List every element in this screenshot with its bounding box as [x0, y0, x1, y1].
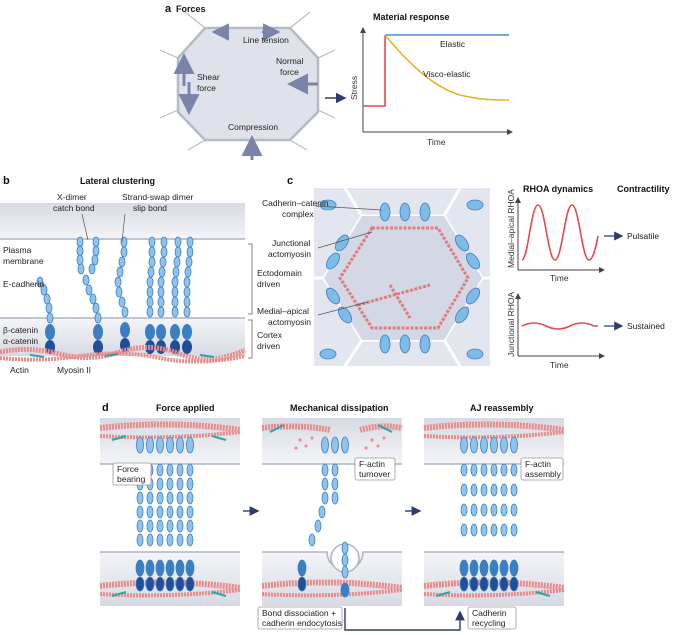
cortex-bracket — [248, 319, 253, 359]
b-strand-3 — [114, 236, 129, 318]
ectodomain-bracket — [248, 243, 253, 315]
bond-dissociation-label-1: Bond dissociation + — [262, 608, 336, 618]
c-junctional-actomyosin — [338, 226, 470, 330]
medial-label-1: Medial–apical — [257, 306, 309, 316]
force-bearing-label-2: bearing — [117, 474, 146, 484]
d-cadherin-col-1 — [135, 436, 195, 592]
panel-b-title: Lateral clustering — [80, 176, 155, 186]
b-strand-4 — [146, 236, 168, 318]
complex-label-2: complex — [282, 209, 314, 219]
panel-b-letter: b — [3, 175, 10, 187]
cadherin-recycling-label-1: Cadherin — [472, 608, 507, 618]
b-myosin — [29, 353, 215, 358]
cell-octagon — [176, 26, 320, 142]
cadherin-recycling-callout: Cadherin recycling — [467, 606, 517, 630]
ectodomain-label-1: Ectodomain — [257, 268, 302, 278]
chart-xlabel: Time — [427, 137, 446, 147]
rhoa-plot-bottom: Junctional RHOA Time Sustained — [506, 291, 665, 370]
compression-label: Compression — [228, 122, 278, 132]
b-strand-2 — [76, 236, 102, 324]
c-medial-actomyosin — [357, 283, 431, 319]
bottom-ylabel: Junctional RHOA — [506, 291, 516, 357]
force-bearing-callout: Force bearing — [112, 462, 152, 486]
chart-ylabel: Stress — [349, 76, 359, 100]
shear-force-label-2: force — [197, 83, 216, 93]
visco-elastic-line — [384, 34, 510, 101]
b-strand-5 — [171, 236, 194, 318]
line-tension-label: Line tension — [243, 35, 289, 45]
pulsatile-label: Pulsatile — [627, 231, 659, 241]
strand-swap-label-1: Strand-swap dimer — [122, 192, 194, 202]
d-cadherin-col-2 — [297, 436, 350, 598]
e-cadherin-label: E-cadherin — [3, 279, 44, 289]
x-dimer-label-1: X-dimer — [57, 192, 87, 202]
d-actin-fragments — [294, 436, 386, 450]
bottom-xlabel: Time — [550, 360, 569, 370]
c-cadherin-complexes — [319, 199, 484, 360]
plasma-membrane-label-1: Plasma — [3, 245, 32, 255]
d-title-2: Mechanical dissipation — [290, 403, 389, 413]
cortex-label-1: Cortex — [257, 330, 283, 340]
bond-dissociation-callout: Bond dissociation + cadherin endocytosis — [257, 606, 343, 630]
d-myosin — [111, 424, 551, 597]
contractility-header: Contractility — [617, 184, 670, 194]
recycling-path — [344, 608, 465, 631]
ectodomain-label-2: driven — [257, 279, 280, 289]
stress-step-line — [363, 35, 386, 107]
material-response-chart: Material response Stress Time Elastic Vi… — [349, 12, 513, 147]
medial-label-2: actomyosin — [268, 317, 311, 327]
c-central-cell — [324, 216, 482, 340]
myosin-label: Myosin II — [57, 365, 91, 375]
normal-force-label-2: force — [280, 67, 299, 77]
rhoa-plot-top: Medial–apical RHOA Time Pulsatile — [506, 189, 659, 283]
d-cadherin-col-3 — [459, 436, 519, 592]
b-strand-1 — [36, 276, 54, 324]
chart-title: Material response — [373, 12, 450, 22]
f-actin-turnover-callout: F-actin turnover — [354, 457, 396, 481]
top-xlabel: Time — [550, 273, 569, 283]
junctional-label-2: actomyosin — [268, 249, 311, 259]
x-dimer-label-2: catch bond — [53, 203, 95, 213]
beta-catenin-label: β-catenin — [3, 325, 38, 335]
alpha-catenin-label: α-catenin — [3, 336, 38, 346]
f-actin-assembly-label-2: assembly — [525, 469, 562, 479]
elastic-label: Elastic — [440, 39, 466, 49]
complex-label-1: Cadherin–catenin — [262, 198, 329, 208]
panel-d: d Force applied Mechanical dissipation A… — [99, 402, 565, 631]
d-title-1: Force applied — [156, 403, 215, 413]
cortex-label-2: driven — [257, 341, 280, 351]
panel-d-letter: d — [102, 402, 109, 414]
top-ylabel: Medial–apical RHOA — [506, 189, 516, 268]
shear-force-label-1: Shear — [197, 72, 220, 82]
panel-c: c Cadherin–catenin compl — [257, 175, 670, 370]
b-actin-filament-2 — [0, 351, 246, 364]
actin-label: Actin — [10, 365, 29, 375]
f-actin-turnover-label-2: turnover — [359, 469, 390, 479]
f-actin-assembly-label-1: F-actin — [525, 459, 551, 469]
pulsatile-curve — [521, 204, 599, 261]
panel-a-letter: a — [165, 3, 172, 15]
panel-a-title: Forces — [176, 4, 206, 14]
panel-b: b Lateral clustering — [0, 175, 302, 375]
visco-elastic-label: Visco-elastic — [423, 69, 471, 79]
f-actin-assembly-callout: F-actin assembly — [520, 457, 564, 481]
b-cadherin-strands — [36, 236, 194, 324]
junctional-label-1: Junctional — [272, 238, 310, 248]
upper-membrane — [0, 203, 245, 239]
panel-a: a Forces Line tension Shear force Normal… — [159, 3, 513, 160]
sustained-curve — [521, 322, 598, 330]
sustained-label: Sustained — [627, 321, 665, 331]
normal-force-label-1: Normal — [276, 56, 304, 66]
rhoa-header: RHOA dynamics — [523, 184, 593, 194]
cadherin-recycling-label-2: recycling — [472, 618, 506, 628]
force-bearing-label-1: Force — [117, 464, 139, 474]
plasma-membrane-label-2: membrane — [3, 256, 44, 266]
d-title-3: AJ reassembly — [470, 403, 534, 413]
panel-c-letter: c — [287, 175, 293, 187]
f-actin-turnover-label-1: F-actin — [359, 459, 385, 469]
bond-dissociation-label-2: cadherin endocytosis — [262, 618, 342, 628]
strand-swap-label-2: slip bond — [133, 203, 167, 213]
